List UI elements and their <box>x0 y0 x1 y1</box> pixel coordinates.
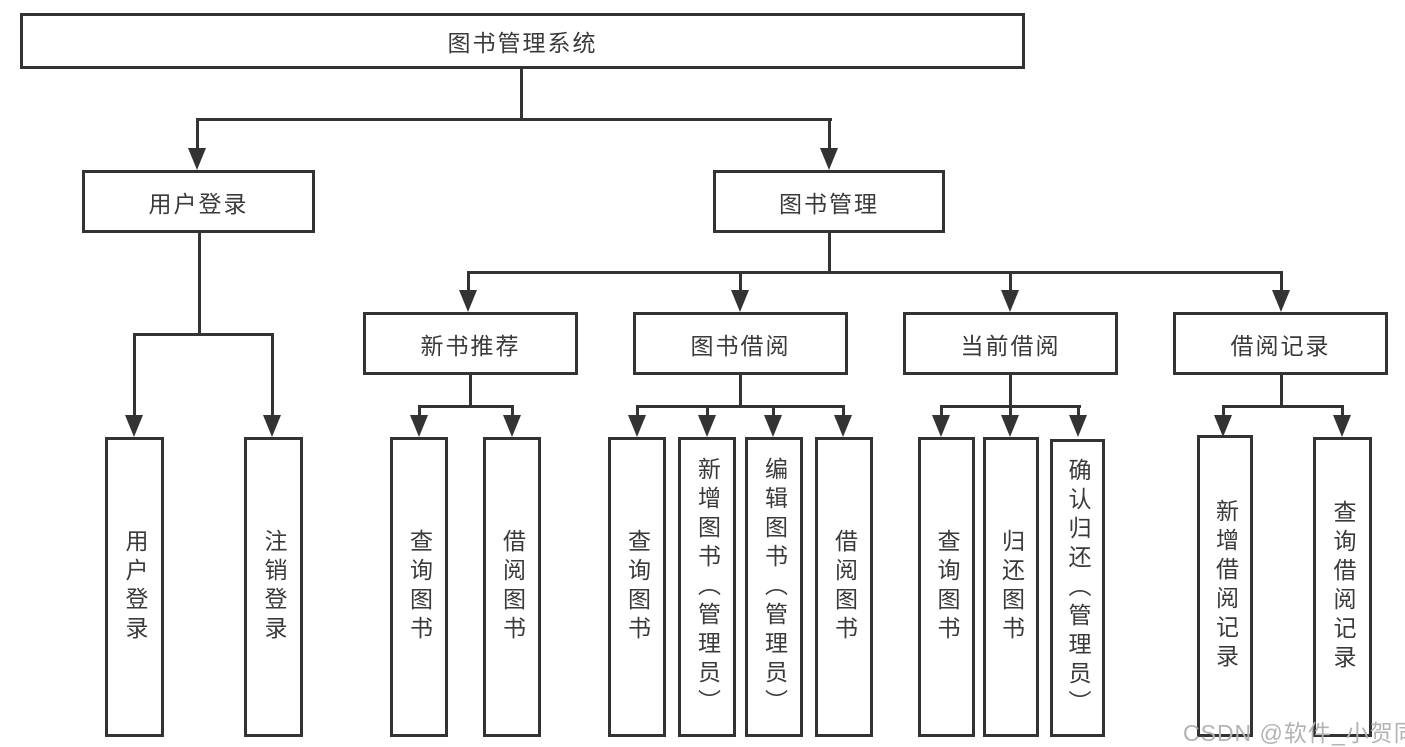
connector-line <box>1341 408 1344 415</box>
connector-line <box>133 333 274 336</box>
connector-line <box>196 118 832 121</box>
node-borrow-record: 借阅记录 <box>1173 312 1388 375</box>
node-leaf-nbr-query-book-label: 查询图书 <box>406 529 433 645</box>
node-leaf-bb-borrow-book: 借阅图书 <box>815 437 873 737</box>
node-user-login: 用户登录 <box>82 170 315 233</box>
node-leaf-cb-confirm-return-admin: 确认归还（管理员） <box>1050 439 1105 737</box>
node-leaf-cb-return-book-label: 归还图书 <box>998 529 1025 645</box>
node-new-book-recommend: 新书推荐 <box>363 312 578 375</box>
node-leaf-cb-query-book-label: 查询图书 <box>934 529 960 645</box>
connector-line <box>739 274 742 290</box>
connector-arrow-down <box>698 415 716 437</box>
connector-line <box>1280 375 1283 407</box>
csdn-watermark: CSDN @软件_小贺同学 <box>1183 720 1405 746</box>
connector-line <box>842 408 845 415</box>
connector-line <box>940 405 1081 408</box>
connector-line <box>1222 408 1225 415</box>
node-leaf-user-login-label: 用户登录 <box>122 529 148 645</box>
node-leaf-bb-borrow-book-label: 借阅图书 <box>831 529 858 645</box>
node-leaf-bb-add-book-admin-label: 新增图书（管理员） <box>694 456 721 718</box>
connector-line <box>828 233 831 273</box>
node-leaf-logout-label: 注销登录 <box>261 529 287 645</box>
connector-line <box>133 336 136 415</box>
node-current-borrow: 当前借阅 <box>903 312 1118 375</box>
node-current-borrow-label: 当前借阅 <box>960 332 1061 359</box>
connector-arrow-down <box>834 415 852 437</box>
connector-arrow-down <box>731 290 749 312</box>
connector-arrow-down <box>263 415 281 437</box>
connector-arrow-down <box>628 415 646 437</box>
connector-line <box>198 233 201 335</box>
connector-arrow-down <box>1214 415 1232 437</box>
connector-arrow-down <box>410 415 428 437</box>
connector-arrow-down <box>459 290 477 312</box>
node-leaf-bb-edit-book-admin-label: 编辑图书（管理员） <box>761 456 788 718</box>
node-leaf-cb-query-book: 查询图书 <box>918 437 975 737</box>
node-root-label: 图书管理系统 <box>447 30 598 56</box>
node-book-management-label: 图书管理 <box>779 190 879 217</box>
connector-line <box>1009 274 1012 290</box>
node-leaf-bb-query-book-label: 查询图书 <box>624 529 651 645</box>
connector-line <box>1009 408 1012 415</box>
connector-line <box>636 408 639 415</box>
connector-arrow-down <box>820 148 838 170</box>
node-leaf-cb-return-book: 归还图书 <box>983 437 1039 737</box>
connector-arrow-down <box>188 148 206 170</box>
connector-arrow-down <box>764 415 782 437</box>
connector-arrow-down <box>1069 415 1087 437</box>
node-leaf-bb-query-book: 查询图书 <box>608 437 666 737</box>
node-borrow-record-label: 借阅记录 <box>1230 332 1331 359</box>
connector-line <box>636 405 845 408</box>
node-leaf-br-query-record: 查询借阅记录 <box>1313 437 1372 737</box>
connector-arrow-down <box>1001 290 1019 312</box>
connector-line <box>1222 405 1344 408</box>
node-leaf-logout: 注销登录 <box>244 437 303 737</box>
node-leaf-bb-edit-book-admin: 编辑图书（管理员） <box>745 437 803 737</box>
connector-line <box>1009 375 1012 407</box>
connector-line <box>469 375 472 407</box>
node-book-borrow: 图书借阅 <box>633 312 848 375</box>
node-book-management: 图书管理 <box>713 170 945 233</box>
connector-line <box>520 68 523 120</box>
connector-line <box>467 274 470 290</box>
connector-line <box>940 408 943 415</box>
node-leaf-br-add-record: 新增借阅记录 <box>1197 435 1253 737</box>
node-leaf-nbr-query-book: 查询图书 <box>390 437 448 737</box>
connector-arrow-down <box>1333 415 1351 437</box>
node-root: 图书管理系统 <box>20 13 1025 69</box>
connector-line <box>418 408 421 415</box>
connector-line <box>1077 408 1080 415</box>
connector-line <box>739 375 742 407</box>
node-leaf-br-query-record-label: 查询借阅记录 <box>1330 500 1356 674</box>
node-leaf-br-add-record-label: 新增借阅记录 <box>1212 499 1239 673</box>
connector-line <box>271 336 274 415</box>
connector-arrow-down <box>503 415 521 437</box>
node-leaf-nbr-borrow-book: 借阅图书 <box>483 437 541 737</box>
node-user-login-label: 用户登录 <box>148 190 249 217</box>
connector-line <box>467 271 1283 274</box>
connector-line <box>706 408 709 415</box>
node-new-book-recommend-label: 新书推荐 <box>420 332 521 359</box>
connector-arrow-down <box>125 415 143 437</box>
connector-arrow-down <box>1272 290 1290 312</box>
node-leaf-user-login: 用户登录 <box>105 437 164 737</box>
connector-line <box>772 408 775 415</box>
connector-line <box>828 121 831 148</box>
connector-arrow-down <box>1001 415 1019 437</box>
node-leaf-bb-add-book-admin: 新增图书（管理员） <box>678 437 736 737</box>
connector-line <box>511 408 514 415</box>
connector-line <box>418 405 514 408</box>
node-leaf-nbr-borrow-book-label: 借阅图书 <box>499 529 526 645</box>
connector-line <box>1280 274 1283 290</box>
connector-arrow-down <box>932 415 950 437</box>
node-book-borrow-label: 图书借阅 <box>690 332 791 359</box>
connector-line <box>196 121 199 148</box>
node-leaf-cb-confirm-return-admin-label: 确认归还（管理员） <box>1065 457 1091 719</box>
